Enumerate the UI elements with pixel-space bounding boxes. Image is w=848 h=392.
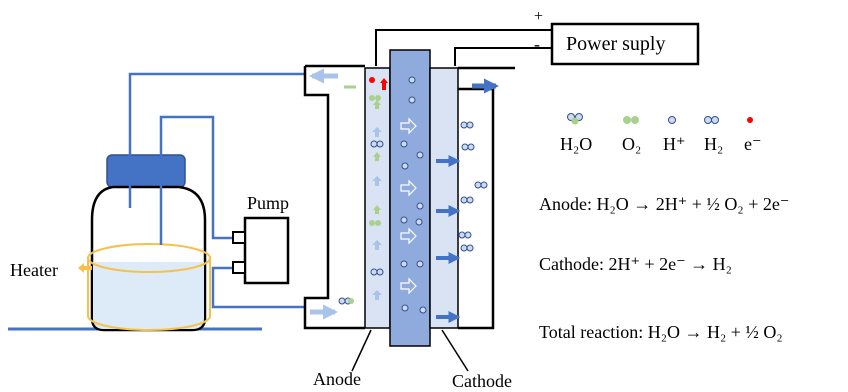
- anode-reaction: Anode: H₂O → 2H⁺ + ½ O₂ + 2e⁻: [539, 194, 790, 214]
- cathode-reaction: Cathode: 2H⁺ + 2e⁻ → H₂: [539, 254, 732, 274]
- power-minus-sign: -: [534, 34, 540, 54]
- power-supply-label: Power suply: [566, 33, 666, 55]
- oxygen-particles: [348, 95, 381, 304]
- anode-label: Anode: [313, 369, 361, 389]
- cathode-chamber: [429, 67, 459, 329]
- legend-hplus-icon: [668, 116, 676, 124]
- water-bottle: [90, 154, 207, 332]
- anode-chamber: [364, 67, 391, 329]
- oxygen-upflow: [373, 100, 381, 214]
- legend-electron-label: e⁻: [744, 134, 762, 154]
- legend-electron-icon: [747, 117, 753, 123]
- proton-transport-arrows: [400, 117, 417, 295]
- heater-arrow-icon: [78, 263, 92, 273]
- legend-o2-icon: [623, 116, 639, 124]
- legend-h2-icon: [704, 116, 719, 124]
- electrical-wires: [375, 29, 552, 66]
- flow-arrows: [309, 68, 499, 323]
- pump-label: Pump: [247, 193, 290, 213]
- electrolyzer: [303, 64, 515, 330]
- legend-symbols: [567, 113, 753, 125]
- pump: [232, 216, 290, 285]
- legend-h2o-icon: [567, 113, 583, 125]
- power-plus-sign: +: [534, 8, 544, 25]
- legend-hplus-label: H⁺: [663, 134, 686, 154]
- electron-particle: [369, 77, 388, 90]
- heater-label: Heater: [10, 260, 58, 280]
- power-supply-box: [550, 22, 700, 66]
- water-level: [93, 262, 204, 329]
- heater-jacket: [78, 243, 211, 331]
- label-leaders: [351, 329, 469, 372]
- cathode-label: Cathode: [452, 371, 512, 391]
- legend-h2-label: H₂: [704, 134, 724, 154]
- total-reaction: Total reaction: H₂O → H₂ + ½ O₂: [539, 322, 783, 342]
- legend-o2-label: O₂: [622, 134, 642, 154]
- molecule-pairs: [338, 121, 488, 305]
- legend-h2o-label: H₂O: [560, 134, 593, 154]
- proton-particles: [400, 76, 427, 314]
- membrane: [389, 49, 431, 347]
- anode-upflow: [372, 127, 382, 300]
- pipes: [128, 72, 305, 309]
